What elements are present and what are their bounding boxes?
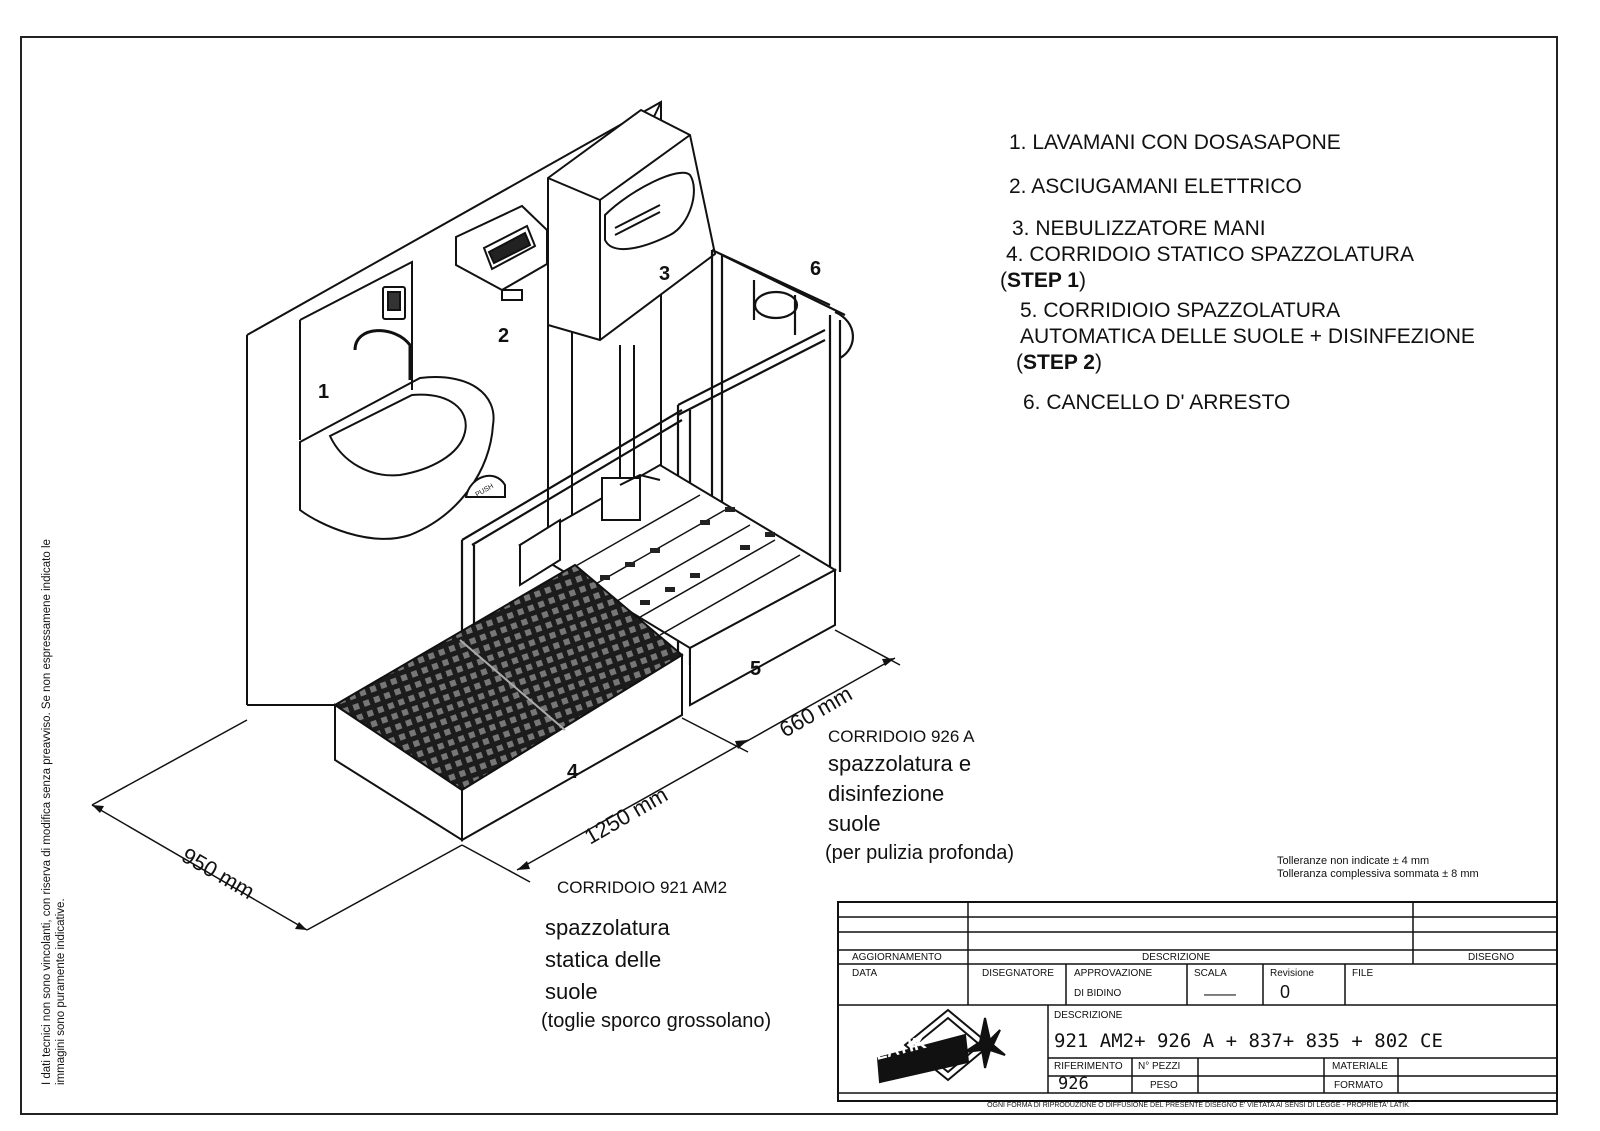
- dimension-arrows: [92, 658, 895, 930]
- legend-item-5-line2: AUTOMATICA DELLE SUOLE + DISINFEZIONE: [1020, 325, 1475, 348]
- corridor-921-line2: statica delle: [545, 947, 662, 972]
- dimension-1250: 1250 mm: [580, 782, 672, 850]
- disclaimer-note: I dati tecnici non sono vincolanti, con …: [40, 539, 68, 1085]
- tb-n-pezzi: N° PEZZI: [1138, 1061, 1181, 1072]
- legend-item-4-step: (STEP 1): [1000, 268, 1086, 294]
- legend-item-3: 3. NEBULIZZATORE MANI: [1012, 217, 1266, 240]
- tb-disegno: DISEGNO: [1468, 952, 1515, 963]
- paren-open: (: [1016, 351, 1023, 374]
- corridor-921-line4: (toglie sporco grossolano): [541, 1010, 772, 1032]
- disclaimer-line-2: immagini sono puramente indicative.: [55, 898, 67, 1085]
- legend-item-5: 5. CORRIDIOIO SPAZZOLATURA: [1020, 299, 1341, 322]
- tb-peso: PESO: [1150, 1080, 1178, 1091]
- step-1-label: STEP 1: [1007, 269, 1079, 292]
- tb-descrizione-value: 921 AM2+ 926 A + 837+ 835 + 802 CE: [1054, 1030, 1443, 1052]
- electric-hand-dryer: [455, 204, 548, 301]
- tolerance-line-1: Tolleranze non indicate ± 4 mm: [1277, 855, 1430, 867]
- tolerance-line-2: Tolleranza complessiva sommata ± 8 mm: [1277, 868, 1479, 880]
- tb-data: DATA: [852, 968, 878, 979]
- paren-open: (: [1000, 269, 1007, 292]
- title-block-grid: [837, 901, 1558, 1102]
- hand-sanitizer-unit: [547, 108, 717, 540]
- callout-5: 5: [750, 658, 761, 680]
- arrest-gate-and-frame: [460, 249, 854, 782]
- tb-revisione-value: 0: [1280, 982, 1291, 1002]
- paren-close: ): [1094, 351, 1102, 374]
- corridor-921-line1: spazzolatura: [545, 915, 670, 940]
- corridor-926-line1: spazzolatura e: [828, 751, 972, 776]
- tb-materiale: MATERIALE: [1332, 1061, 1388, 1072]
- tb-approvazione: APPROVAZIONE: [1074, 968, 1153, 979]
- legend-item-6: 6. CANCELLO D' ARRESTO: [1023, 391, 1291, 414]
- hand-wash-sink: [299, 260, 506, 540]
- tb-descrizione: DESCRIZIONE: [1054, 1010, 1123, 1021]
- corridor-926-line4: (per pulizia profonda): [825, 842, 1014, 864]
- tolerances-note: Tolleranze non indicate ± 4 mm Tolleranz…: [1277, 855, 1479, 881]
- tb-scala: SCALA: [1194, 968, 1227, 979]
- callout-4: 4: [567, 761, 579, 783]
- tb-formato: FORMATO: [1334, 1080, 1384, 1091]
- callout-3: 3: [659, 263, 670, 285]
- corridor-926-title: CORRIDOIO 926 A: [828, 727, 975, 746]
- callout-1: 1: [318, 381, 329, 403]
- callout-2: 2: [498, 325, 509, 347]
- copyright-footer: OGNI FORMA DI RIPRODUZIONE O DIFFUSIONE …: [987, 1102, 1409, 1109]
- legend-item-1: 1. LAVAMANI CON DOSASAPONE: [1009, 131, 1341, 154]
- latik-logo: [876, 1008, 1006, 1084]
- tb-disegnatore: DISEGNATORE: [982, 968, 1054, 979]
- tb-riferimento: RIFERIMENTO: [1054, 1061, 1123, 1072]
- dimension-950: 950 mm: [178, 843, 259, 904]
- static-brush-corridor: [333, 563, 684, 842]
- tb-file: FILE: [1352, 968, 1374, 979]
- tb-scala-value: ——: [1204, 986, 1236, 1003]
- tb-revisione: Revisione: [1270, 968, 1314, 979]
- callout-6: 6: [810, 258, 821, 280]
- tb-descrizione-header: DESCRIZIONE: [1142, 952, 1211, 963]
- tb-aggiornamento: AGGIORNAMENTO: [852, 952, 942, 963]
- legend-item-2: 2. ASCIUGAMANI ELETTRICO: [1009, 175, 1302, 198]
- disclaimer-line-1: I dati tecnici non sono vincolanti, con …: [41, 539, 53, 1085]
- corridor-926-line2: disinfezione: [828, 781, 945, 806]
- corridor-926-line3: suole: [828, 811, 881, 836]
- corridor-921-line3: suole: [545, 979, 598, 1004]
- corridor-921-title: CORRIDOIO 921 AM2: [557, 878, 728, 897]
- legend-item-5-step: (STEP 2): [1016, 350, 1102, 376]
- tb-riferimento-value: 926: [1058, 1074, 1089, 1094]
- paren-close: ): [1078, 269, 1086, 292]
- legend-item-4: 4. CORRIDOIO STATICO SPAZZOLATURA: [1006, 243, 1414, 266]
- drawing-frame: [20, 36, 1558, 1115]
- step-2-label: STEP 2: [1023, 351, 1095, 374]
- tb-approvazione-value: DI BIDINO: [1074, 988, 1122, 999]
